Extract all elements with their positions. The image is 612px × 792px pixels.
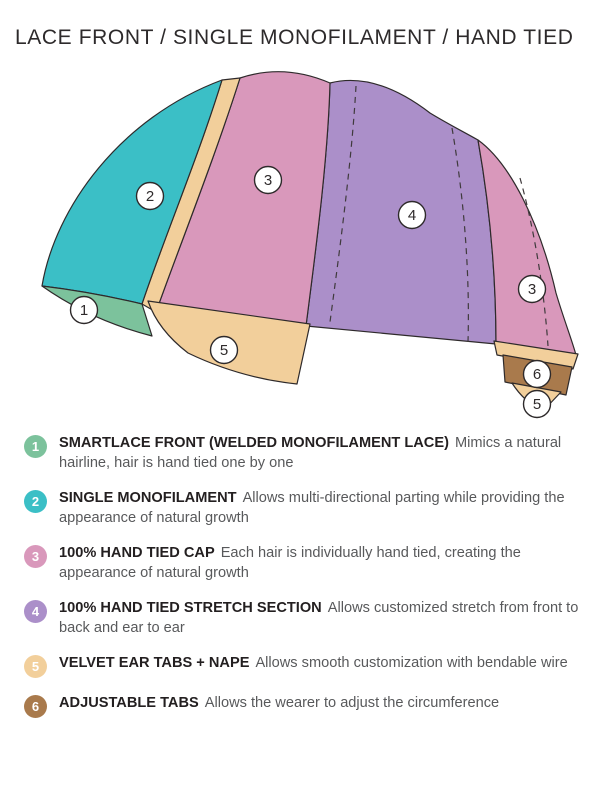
legend-item-adjustable-tabs: 6 ADJUSTABLE TABS Allows the wearer to ad… bbox=[24, 694, 594, 719]
svg-text:2: 2 bbox=[146, 188, 154, 205]
region-hand-tied-cap-back bbox=[477, 139, 577, 356]
legend-desc: Allows customized stretch from front to … bbox=[59, 600, 579, 636]
diagram-badge-5-ear: 5 bbox=[209, 335, 239, 365]
diagram-badge-6: 6 bbox=[522, 359, 552, 389]
legend-label: SMARTLACE FRONT (WELDED MONOFILAMENT LAC… bbox=[59, 435, 449, 451]
seam-dashed-line bbox=[451, 127, 469, 343]
legend-badge-1: 1 bbox=[24, 435, 47, 458]
legend-badge-4: 4 bbox=[24, 600, 47, 624]
legend-item-smartlace-front: 1 SMARTLACE FRONT (WELDED MONOFILAMENT L… bbox=[24, 434, 594, 473]
legend-label: 100% HAND TIED STRETCH SECTION bbox=[59, 600, 322, 617]
legend-badge-3: 3 bbox=[24, 545, 47, 569]
legend-desc: Mimics a natural hairline, hair is hand … bbox=[59, 435, 562, 471]
seam-dashed-line bbox=[519, 177, 549, 347]
diagram-badge-3-back: 3 bbox=[517, 274, 547, 304]
region-velvet-nape bbox=[493, 340, 579, 370]
diagram-badge-1: 1 bbox=[69, 295, 99, 325]
svg-text:6: 6 bbox=[533, 366, 541, 383]
legend-label: SINGLE MONOFILAMENT bbox=[59, 490, 237, 507]
legend-desc: Each hair is individually hand tied, cre… bbox=[59, 545, 521, 581]
legend-desc: Allows multi-directional parting while p… bbox=[59, 490, 565, 526]
svg-text:4: 4 bbox=[408, 207, 416, 224]
legend-badge-2: 2 bbox=[24, 490, 47, 514]
diagram-badge-5-nape: 5 bbox=[522, 389, 552, 419]
wig-cap-diagram-svg: 1 2 3 4 3 5 6 bbox=[41, 71, 579, 419]
seam-dashed-line bbox=[329, 85, 357, 323]
legend-badge-6: 6 bbox=[24, 695, 47, 719]
svg-text:3: 3 bbox=[528, 281, 536, 298]
diagram-badge-4: 4 bbox=[397, 200, 427, 230]
svg-text:1: 1 bbox=[80, 302, 88, 319]
diagram-badge-3-front: 3 bbox=[253, 165, 283, 195]
legend-label: 100% HAND TIED CAP bbox=[59, 545, 215, 562]
legend-label: VELVET EAR TABS + NAPE bbox=[59, 655, 250, 672]
legend-text: VELVET EAR TABS + NAPE Allows smooth cust… bbox=[59, 654, 568, 674]
legend-desc: Allows smooth customization with bendabl… bbox=[255, 655, 568, 672]
legend: 1 SMARTLACE FRONT (WELDED MONOFILAMENT L… bbox=[0, 430, 612, 719]
svg-text:5: 5 bbox=[533, 396, 541, 413]
legend-text: ADJUSTABLE TABS Allows the wearer to adju… bbox=[59, 694, 499, 714]
legend-item-velvet-ear-tabs: 5 VELVET EAR TABS + NAPE Allows smooth cu… bbox=[24, 654, 594, 679]
legend-desc: Allows the wearer to adjust the circumfe… bbox=[204, 695, 500, 712]
legend-label: ADJUSTABLE TABS bbox=[59, 695, 199, 712]
svg-text:5: 5 bbox=[220, 342, 228, 359]
page-title: LACE FRONT / SINGLE MONOFILAMENT / HAND … bbox=[15, 26, 574, 49]
diagram-badge-2: 2 bbox=[135, 181, 165, 211]
svg-text:3: 3 bbox=[264, 172, 272, 189]
wig-cap-diagram: 1 2 3 4 3 5 6 bbox=[0, 58, 612, 430]
legend-badge-5: 5 bbox=[24, 655, 47, 679]
legend-text: SMARTLACE FRONT (WELDED MONOFILAMENT LAC… bbox=[59, 434, 587, 473]
